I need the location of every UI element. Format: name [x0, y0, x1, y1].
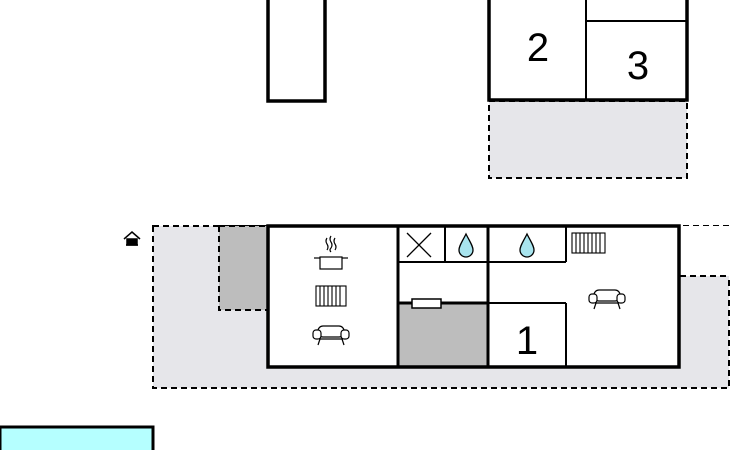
sofa-icon: [588, 289, 626, 310]
room-label-1: 1: [516, 319, 538, 363]
room-label-2: 2: [527, 26, 549, 70]
upper-building-wall: [487, 0, 689, 102]
main-house: 1: [266, 224, 681, 369]
window-marker: [411, 298, 442, 309]
room-label-3: 3: [627, 44, 649, 88]
swimming-pool: [0, 425, 155, 450]
house-entrance-icon: [123, 231, 141, 246]
water-drop-icon: [458, 232, 474, 258]
radiator-icon: [571, 232, 606, 254]
cover-right-notch: [680, 226, 730, 276]
covered-porch: [218, 225, 269, 311]
cooking-pot-icon: [314, 235, 348, 270]
water-drop-icon: [519, 232, 535, 258]
upper-terrace: [488, 100, 688, 179]
utility-room: [399, 304, 488, 367]
sofa-icon: [312, 325, 350, 346]
house-outer-wall: [266, 224, 681, 369]
narrow-structure: [266, 0, 327, 103]
toilet-icon: [406, 232, 432, 258]
radiator-icon: [315, 285, 347, 307]
upper-building: 2 3: [487, 0, 689, 179]
